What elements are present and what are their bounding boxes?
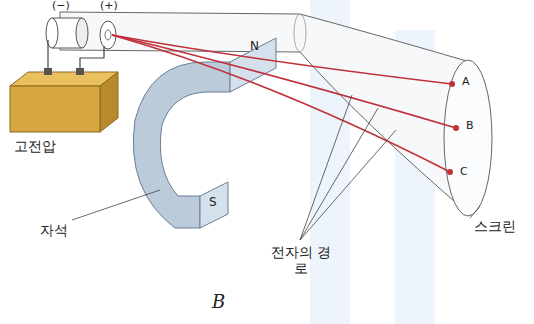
impact-dot (447, 169, 453, 175)
point-letter: B (466, 120, 474, 133)
leader-line (72, 190, 160, 220)
electron-path (112, 35, 450, 172)
impact-dot (449, 81, 455, 87)
part-label: 자석 (40, 222, 68, 238)
leader-line (300, 108, 378, 240)
wire (80, 46, 104, 70)
figure-caption: B (212, 292, 225, 313)
impact-dot (453, 125, 459, 131)
magnet (133, 62, 230, 228)
leader-line (300, 95, 352, 240)
part-label: 스크린 (474, 218, 516, 234)
tube-neck-ring (294, 14, 306, 52)
screen (444, 60, 492, 216)
terminal-sign: (−) (52, 0, 70, 13)
anode-hole (105, 30, 111, 40)
leader-line (470, 206, 480, 218)
pole-letter: S (209, 196, 217, 210)
battery-terminal (44, 68, 52, 75)
electron-path (112, 35, 452, 84)
point-letter: A (462, 76, 470, 89)
tube-outline (60, 12, 470, 215)
battery-front (10, 86, 100, 132)
battery-terminal (76, 68, 84, 75)
magnet-s-pole (200, 182, 228, 228)
battery-side (100, 72, 118, 132)
cathode-end (76, 18, 88, 48)
leader-line (300, 130, 396, 240)
magnet-n-pole (230, 38, 276, 92)
battery-top (10, 72, 118, 86)
part-label: 고전압 (14, 138, 56, 154)
electron-path (112, 35, 456, 128)
part-label: 전자의 경로 (268, 244, 334, 276)
wire (47, 40, 48, 70)
pole-letter: N (250, 40, 259, 54)
terminal-sign: (+) (100, 0, 118, 13)
point-letter: C (460, 166, 468, 179)
